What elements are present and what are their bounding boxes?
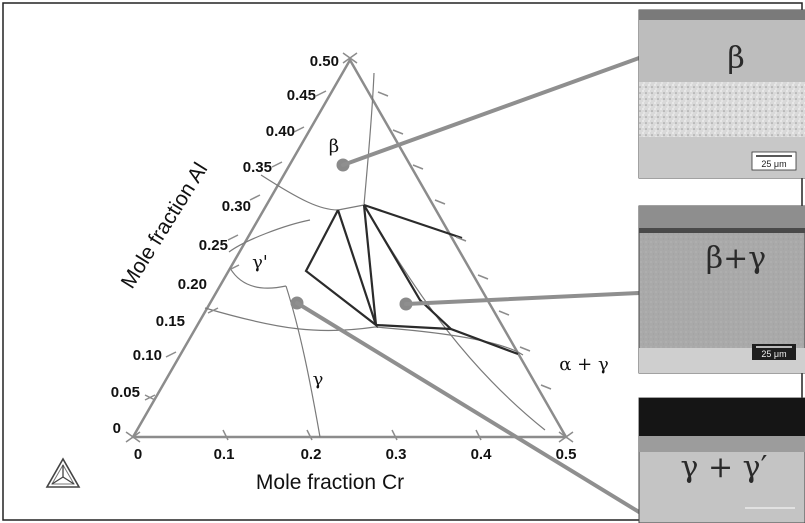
micrograph-panel-gamma-gamma-prime: γ + γ′	[638, 397, 805, 523]
leader-line-beta	[341, 56, 641, 167]
tie-line-right	[363, 204, 519, 356]
cr-tick-label: 0.3	[386, 446, 407, 463]
scale-bar-label: 25 μm	[761, 159, 786, 169]
right-edge-ticks	[377, 91, 552, 390]
boundary-beta-right	[363, 72, 375, 206]
triangle-frame	[130, 57, 569, 439]
boundary-gamma-top	[204, 307, 376, 332]
al-tick-label: 0.10	[133, 347, 162, 364]
al-tick-label: 0.35	[243, 159, 272, 176]
al-tick-label: 0.25	[199, 237, 228, 254]
tie-line-middle	[362, 204, 378, 326]
scale-bar-label: 25 μm	[761, 349, 786, 359]
leader-line-gamma-gamma-prime	[295, 301, 641, 514]
al-tick-label: 0.05	[111, 384, 140, 401]
cr-tick-label: 0.2	[301, 446, 322, 463]
boundary-beta-bottom	[260, 174, 365, 211]
al-tick-labels: 0 0.05 0.10 0.15 0.20 0.25 0.30 0.35 0.4…	[111, 53, 339, 437]
tie-triangle-left	[304, 209, 379, 329]
tie-line-base	[375, 323, 452, 331]
tie-lines	[304, 203, 519, 356]
cr-tick-label: 0.1	[214, 446, 235, 463]
cr-tick-label: 0	[134, 446, 142, 463]
phase-label-gamma: γ	[313, 369, 324, 390]
al-tick-marks	[125, 52, 358, 443]
ternary-diagram: 0 0.05 0.10 0.15 0.20 0.25 0.30 0.35 0.4…	[45, 52, 641, 514]
boundary-gamma-prime-top	[228, 219, 311, 253]
al-tick-label: 0.40	[266, 123, 295, 140]
y-axis-title: Mole fraction Al	[117, 159, 213, 293]
micrograph-panel-beta-gamma: β+γ 25 μm	[638, 205, 805, 374]
boundary-gamma-alpha	[374, 326, 524, 356]
triangle-logo-icon	[45, 457, 81, 488]
boundary-alpha-gamma	[363, 204, 546, 431]
al-tick-label: 0	[113, 420, 121, 437]
al-tick-label: 0.45	[287, 87, 316, 104]
cr-tick-labels: 0 0.1 0.2 0.3 0.4 0.5	[134, 446, 577, 463]
al-tick-label: 0.15	[156, 313, 185, 330]
cr-tick-label: 0.5	[556, 446, 577, 463]
cr-tick-label: 0.4	[471, 446, 493, 463]
leader-lines	[295, 56, 641, 514]
x-axis-title: Mole fraction Cr	[256, 471, 404, 494]
al-tick-label: 0.50	[310, 53, 339, 70]
micrograph-label-beta-gamma: β+γ	[706, 241, 766, 276]
leader-line-beta-gamma	[404, 291, 641, 306]
phase-label-beta: β	[329, 136, 339, 157]
micrograph-label-gamma-gamma-prime: γ + γ′	[681, 450, 768, 485]
boundary-gamma-prime-loop	[229, 267, 287, 289]
micrograph-label-beta: β	[727, 41, 744, 76]
cr-tick-marks	[222, 429, 574, 443]
phase-label-gamma-prime: γ'	[252, 252, 268, 273]
al-tick-label: 0.30	[222, 198, 251, 215]
scale-bar-box	[752, 344, 796, 360]
al-tick-label: 0.20	[178, 276, 207, 293]
phase-label-alpha-gamma: α + γ	[559, 354, 608, 375]
micrograph-panel-beta: β 25 μm	[638, 9, 805, 179]
tie-line-top	[363, 203, 463, 240]
